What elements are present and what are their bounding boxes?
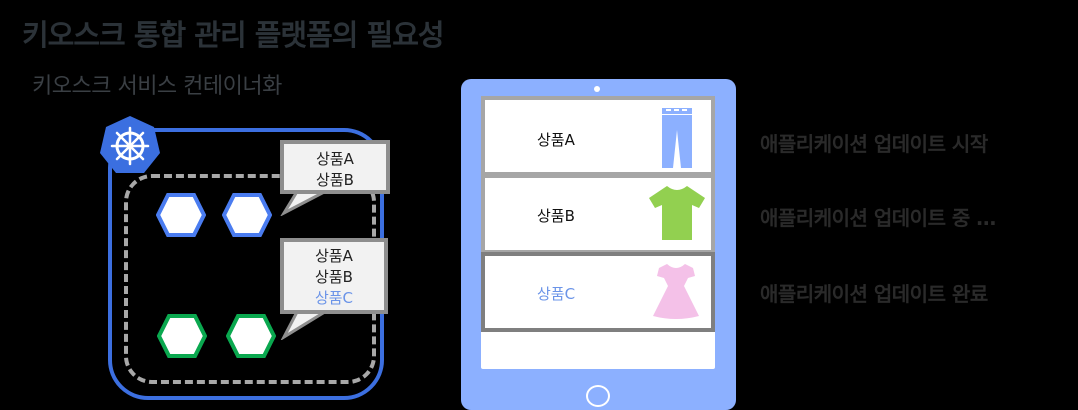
product-label: 상품B xyxy=(537,207,575,225)
status-update-complete: 애플리케이션 업데이트 완료 xyxy=(760,282,988,306)
page-title: 키오스크 통합 관리 플랫폼의 필요성 xyxy=(22,18,445,52)
pod-old-1 xyxy=(156,193,206,237)
product-row-a[interactable]: 상품A xyxy=(481,96,715,176)
bubble-line: 상품A xyxy=(316,150,354,168)
version-bubble-new: 상품A 상품B 상품C xyxy=(280,238,388,314)
product-row-b[interactable]: 상품B xyxy=(481,174,715,254)
tshirt-icon xyxy=(649,186,705,240)
pod-new-1 xyxy=(157,314,207,358)
section-subtitle: 키오스크 서비스 컨테이너화 xyxy=(32,74,282,99)
status-update-start: 애플리케이션 업데이트 시작 xyxy=(760,132,988,156)
pants-icon xyxy=(662,108,692,168)
bubble-line-new: 상품C xyxy=(314,289,354,307)
kubernetes-helm-icon xyxy=(100,116,160,173)
product-label-new: 상품C xyxy=(537,285,576,303)
product-label: 상품A xyxy=(537,131,575,149)
bubble-tail-2 xyxy=(280,310,331,340)
pod-new-2 xyxy=(226,314,276,358)
bubble-line: 상품A xyxy=(315,247,353,265)
status-update-progress: 애플리케이션 업데이트 중 … xyxy=(760,206,996,230)
camera-dot xyxy=(594,86,600,92)
bubble-line: 상품B xyxy=(315,268,353,286)
dress-icon xyxy=(653,264,699,319)
home-button xyxy=(586,385,610,407)
pod-old-2 xyxy=(222,193,272,237)
version-bubble-old: 상품A 상품B xyxy=(280,140,390,194)
product-row-c[interactable]: 상품C xyxy=(481,252,715,332)
bubble-line: 상품B xyxy=(316,171,354,189)
